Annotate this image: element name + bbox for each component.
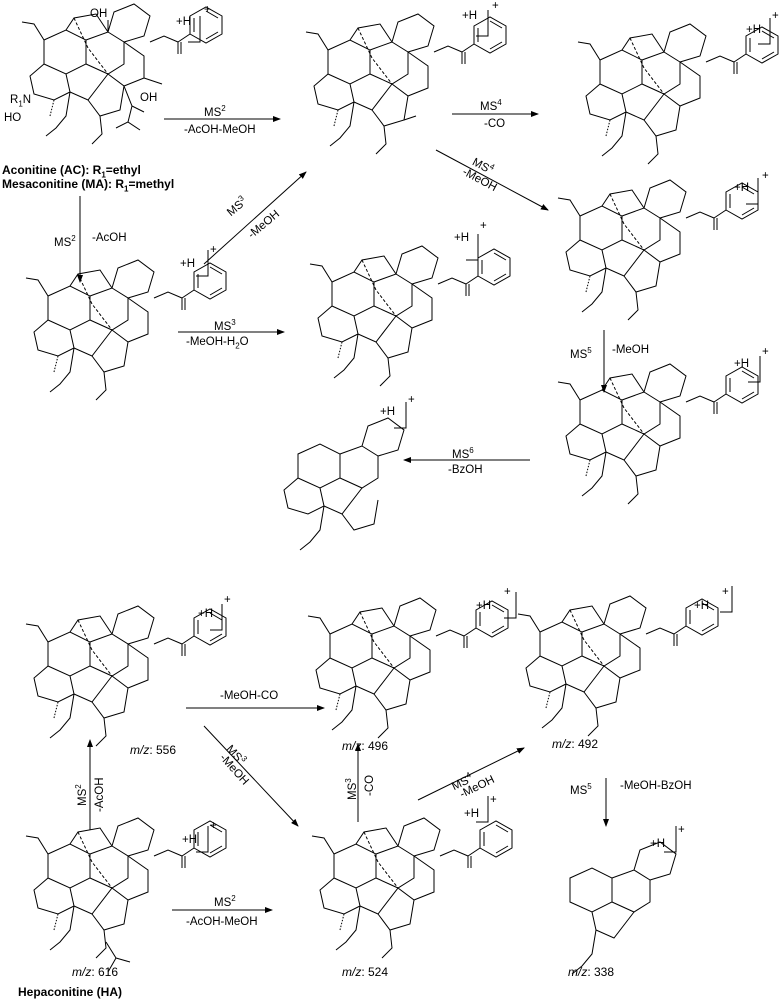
charge-sign: +	[772, 10, 779, 22]
charge-sign: +	[408, 394, 415, 406]
arrowb3-ms: MS2	[74, 784, 89, 806]
arrow7-ms: MS5	[570, 346, 592, 361]
aconitine-label: Aconitine (AC): R1=ethyl	[2, 163, 141, 180]
hepaconitine-label: Hepaconitine (HA)	[18, 985, 123, 999]
charge-sign: +	[204, 4, 211, 16]
protonated-ion: +H	[454, 232, 470, 244]
arrow1-ms: MS2	[204, 104, 226, 119]
protonated-ion: +H	[650, 838, 666, 850]
arrow6-ms: MS3	[214, 318, 236, 333]
protonated-ion: +H	[734, 182, 750, 194]
arrowb5-loss: -CO	[364, 774, 376, 796]
charge-sign: +	[492, 0, 499, 12]
arrow8-loss: -BzOH	[448, 464, 483, 476]
charge-sign: +	[678, 824, 685, 836]
structure-556	[25, 605, 227, 747]
structure-496	[307, 597, 509, 739]
protonated-ion: +H	[198, 608, 214, 620]
structure-492	[517, 595, 719, 737]
arrow4-ms: MS2	[54, 234, 76, 249]
oh-label: OH	[90, 8, 108, 20]
arrowb5-ms: MS3	[344, 778, 359, 800]
arrow2-ms: MS4	[480, 98, 502, 113]
protonated-ion: +H	[176, 16, 192, 28]
arrowb4-loss: -AcOH-MeOH	[186, 916, 258, 928]
arrow1-loss: -AcOH-MeOH	[184, 124, 256, 136]
charge-sign: +	[722, 586, 729, 598]
charge-sign: +	[210, 820, 217, 832]
protonated-ion: +H	[464, 808, 480, 820]
protonated-ion: +H	[694, 600, 710, 612]
mesaconitine-label: Mesaconitine (MA): R1=methyl	[2, 177, 175, 194]
mz-496: m/z: 496	[342, 739, 389, 753]
mz-556: m/z: 556	[130, 743, 177, 757]
structure-ms4-meoh-product	[557, 179, 759, 321]
structure-ms2-acoh-product	[25, 259, 227, 401]
protonated-ion: +H	[462, 10, 478, 22]
structure-ms4-co-product	[577, 23, 779, 165]
arrow4-loss: -AcOH	[92, 232, 127, 244]
arrow7-loss: -MeOH	[612, 344, 650, 356]
arrowb1-loss: -MeOH-CO	[220, 690, 279, 702]
protonated-ion: +H	[746, 24, 762, 36]
charge-sign: +	[504, 586, 511, 598]
ho-label: HO	[4, 112, 22, 124]
mz-492: m/z: 492	[552, 737, 599, 751]
reaction-arrows	[77, 111, 609, 913]
charge-sign: +	[480, 220, 487, 232]
n-atom: R1N	[10, 94, 32, 109]
arrow2-loss: -CO	[484, 118, 506, 130]
mz-524: m/z: 524	[342, 965, 389, 979]
arrow8-ms: MS6	[452, 446, 474, 461]
charge-sign: +	[762, 170, 769, 182]
structure-616	[25, 817, 227, 973]
protonated-ion: +H	[180, 258, 196, 270]
protonated-ion: +H	[182, 834, 198, 846]
arrow6-loss: -MeOH-H2O	[186, 336, 249, 351]
charge-sign: +	[762, 346, 769, 358]
protonated-ion: +H	[734, 358, 750, 370]
mz-616: m/z: 616	[72, 965, 119, 979]
arrowb7-loss: -MeOH-BzOH	[620, 780, 692, 792]
protonated-ion: +H	[380, 406, 396, 418]
structure-aconitine	[21, 3, 223, 145]
structure-ms2-product	[305, 13, 507, 155]
structure-ms3-meoh-h2o-product	[309, 245, 511, 387]
structure-ms5-product	[557, 363, 759, 505]
mz-338: m/z: 338	[568, 965, 615, 979]
structure-524	[311, 817, 513, 959]
arrowb4-ms: MS2	[214, 894, 236, 909]
charge-sign: +	[490, 794, 497, 806]
oh-label: OH	[140, 92, 158, 104]
protonated-ion: +H	[476, 600, 492, 612]
structure-ms6-product	[283, 417, 405, 551]
structure-338	[569, 841, 677, 975]
charge-sign: +	[224, 594, 231, 606]
arrowb3-loss: -AcOH	[94, 777, 106, 813]
arrowb7-ms: MS5	[570, 782, 592, 797]
charge-sign: +	[210, 244, 217, 256]
